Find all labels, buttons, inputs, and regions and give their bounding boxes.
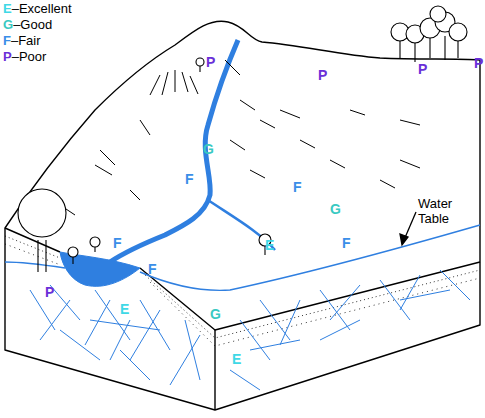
stream [60,40,275,286]
soil-layer [5,236,480,346]
rating-letter: P [206,55,215,69]
rating-letter: E [232,352,241,366]
rating-letter: F [342,236,351,250]
rating-letter: G [330,202,341,216]
legend-text: F–Fair [3,34,41,48]
trees [18,6,467,272]
rating-letter: F [293,180,302,194]
water-table-label: Water Table [418,196,466,226]
rating-letter: G [203,142,214,156]
rating-letter: F [148,262,157,276]
rating-letter: F [113,236,122,250]
water-table-arrow [400,212,416,245]
rating-letter: G [210,307,221,321]
legend-text: G–Good [3,18,52,32]
legend-entry: P–Poor [3,50,46,64]
rating-letter: P [318,68,327,82]
rating-letter: P [474,56,483,70]
rating-letter: E [265,238,274,252]
rating-letter: E [120,302,129,316]
legend-entry: G–Good [3,18,52,32]
legend-entry: E–Excellent [3,2,72,16]
rating-letter: P [418,62,427,76]
hill-hachures [60,60,420,215]
block-outline [5,21,480,410]
rating-letter: P [45,285,54,299]
legend-text: E–Excellent [3,2,72,16]
legend-text: P–Poor [3,50,46,64]
rating-letter: F [185,172,194,186]
bedrock-fractures [30,270,470,390]
water-table-line [5,225,480,290]
legend-entry: F–Fair [3,34,41,48]
